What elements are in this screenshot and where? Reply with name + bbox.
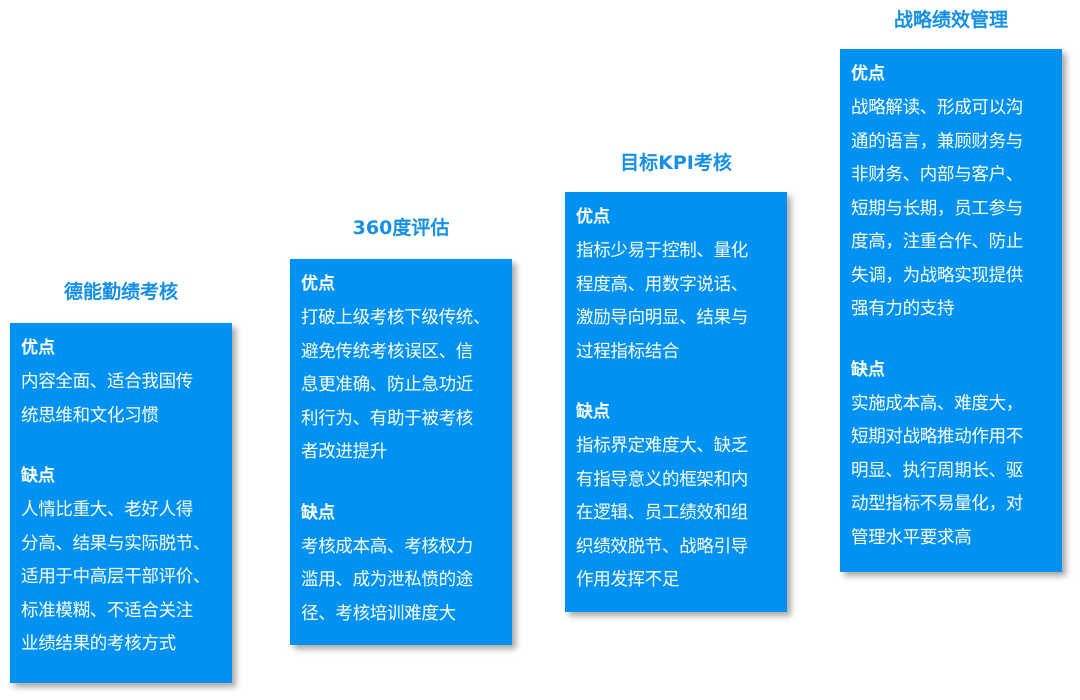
pros-line: 指标少易于控制、量化: [576, 241, 748, 261]
pros-line: 通的语言，兼顾财务与: [851, 131, 1023, 152]
cons-line: 明显、执行周期长、驱: [851, 460, 1023, 481]
stage-title: 360度评估: [352, 217, 450, 239]
stage-card: 优点指标少易于控制、量化程度高、用数字说话、激励导向明显、结果与过程指标结合缺点…: [565, 192, 787, 612]
cons-line: 有指导意义的框架和内: [576, 469, 748, 490]
cons-heading: 缺点: [851, 359, 885, 380]
spacer: [576, 369, 787, 401]
pros-line: 激励导向明显、结果与: [576, 308, 748, 328]
pros-line: 息更准确、防止急功近: [301, 375, 473, 395]
pros-line: 统思维和文化习惯: [21, 405, 159, 426]
pros-line: 强有力的支持: [851, 299, 955, 319]
pros-line: 者改进提升: [301, 442, 387, 462]
cons-line: 作用发挥不足: [576, 570, 680, 590]
spacer: [851, 327, 1062, 359]
cons-line: 分高、结果与实际脱节、: [21, 533, 211, 554]
pros-line: 打破上级考核下级传统、: [301, 308, 491, 328]
cons-line: 标准模糊、不适合关注: [21, 600, 193, 621]
spacer: [301, 470, 512, 502]
pros-heading: 优点: [851, 64, 885, 84]
cons-line: 人情比重大、老好人得: [21, 500, 193, 520]
pros-line: 过程指标结合: [576, 341, 680, 362]
pros-line: 内容全面、适合我国传: [21, 372, 193, 392]
stage-card: 优点战略解读、形成可以沟通的语言，兼顾财务与非财务、内部与客户、短期与长期，员工…: [840, 49, 1062, 572]
pros-line: 度高，注重合作、防止: [851, 232, 1023, 252]
cons-line: 在逻辑、员工绩效和组: [576, 503, 748, 523]
pros-line: 短期与长期，员工参与: [851, 198, 1023, 219]
stage-title: 德能勤绩考核: [63, 281, 178, 303]
cons-line: 短期对战略推动作用不: [851, 427, 1023, 447]
cons-heading: 缺点: [21, 466, 55, 486]
stage-title: 战略绩效管理: [893, 9, 1008, 31]
pros-line: 战略解读、形成可以沟: [851, 98, 1023, 118]
cons-line: 动型指标不易量化，对: [851, 494, 1023, 514]
cons-line: 业绩结果的考核方式: [21, 634, 176, 654]
cons-line: 织绩效脱节、战略引导: [576, 536, 748, 557]
cons-line: 指标界定难度大、缺乏: [576, 436, 748, 456]
pros-line: 程度高、用数字说话、: [576, 274, 748, 295]
cons-line: 径、考核培训难度大: [301, 603, 456, 624]
pros-heading: 优点: [21, 338, 55, 358]
pros-line: 非财务、内部与客户、: [851, 165, 1023, 185]
pros-line: 避免传统考核误区、信: [301, 341, 473, 362]
cons-heading: 缺点: [301, 502, 335, 523]
pros-line: 失调，为战略实现提供: [851, 265, 1023, 286]
cons-line: 考核成本高、考核权力: [301, 536, 473, 557]
stage-card: 优点打破上级考核下级传统、避免传统考核误区、信息更准确、防止急功近利行为、有助于…: [290, 259, 512, 645]
cons-line: 滥用、成为泄私愤的途: [301, 570, 473, 590]
cons-line: 管理水平要求高: [851, 527, 972, 548]
cons-line: 实施成本高、难度大，: [851, 393, 1023, 414]
pros-heading: 优点: [576, 207, 610, 227]
cons-line: 适用于中高层干部评价、: [21, 567, 211, 587]
spacer: [21, 433, 232, 465]
stage-card: 优点内容全面、适合我国传统思维和文化习惯缺点人情比重大、老好人得分高、结果与实际…: [10, 323, 232, 683]
cons-heading: 缺点: [576, 402, 610, 422]
stage-title: 目标KPI考核: [620, 152, 732, 174]
pros-line: 利行为、有助于被考核: [301, 408, 473, 429]
pros-heading: 优点: [301, 274, 335, 294]
